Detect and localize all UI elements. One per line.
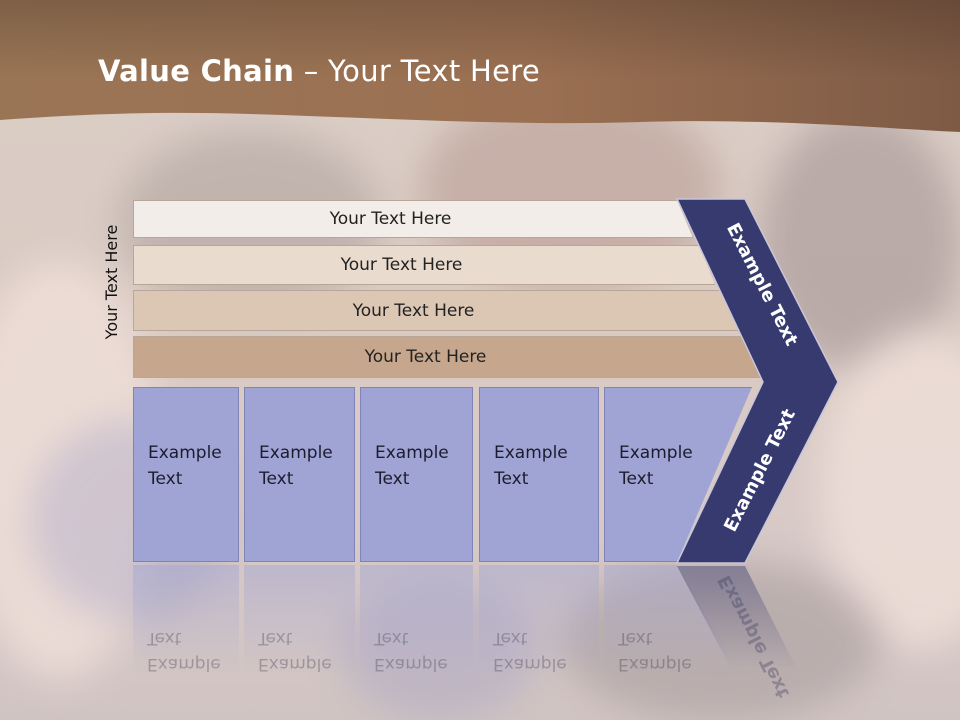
column-3-line1: Example <box>375 443 449 463</box>
stripe-3-label: Your Text Here <box>352 300 475 321</box>
column-4-line2: Text <box>494 469 529 489</box>
column-3-line2: Text <box>375 469 410 489</box>
title-bold: Value Chain <box>98 54 295 88</box>
column-5-line2: Text <box>619 469 654 489</box>
column-4-line1: Example <box>494 443 568 463</box>
title-rest: – Your Text Here <box>294 54 540 88</box>
stripe-4: Your Text Here <box>133 336 763 378</box>
slide-title: Value Chain – Your Text Here <box>98 54 540 88</box>
stripe-4-label: Your Text Here <box>364 347 487 367</box>
column-2-line1: Example <box>259 443 333 463</box>
column-1-line1: Example <box>148 443 222 463</box>
stripe-3: Your Text Here <box>133 290 739 331</box>
stripe-2-label: Your Text Here <box>340 255 463 275</box>
stripe-2: Your Text Here <box>133 245 715 285</box>
stripe-1: Your Text Here <box>133 200 693 238</box>
column-5-line1: Example <box>619 443 693 463</box>
stripe-1-label: Your Text Here <box>329 209 452 229</box>
header-band: Value Chain – Your Text Here <box>0 0 960 140</box>
column-1-line2: Text <box>148 469 183 489</box>
column-2-line2: Text <box>259 469 294 489</box>
